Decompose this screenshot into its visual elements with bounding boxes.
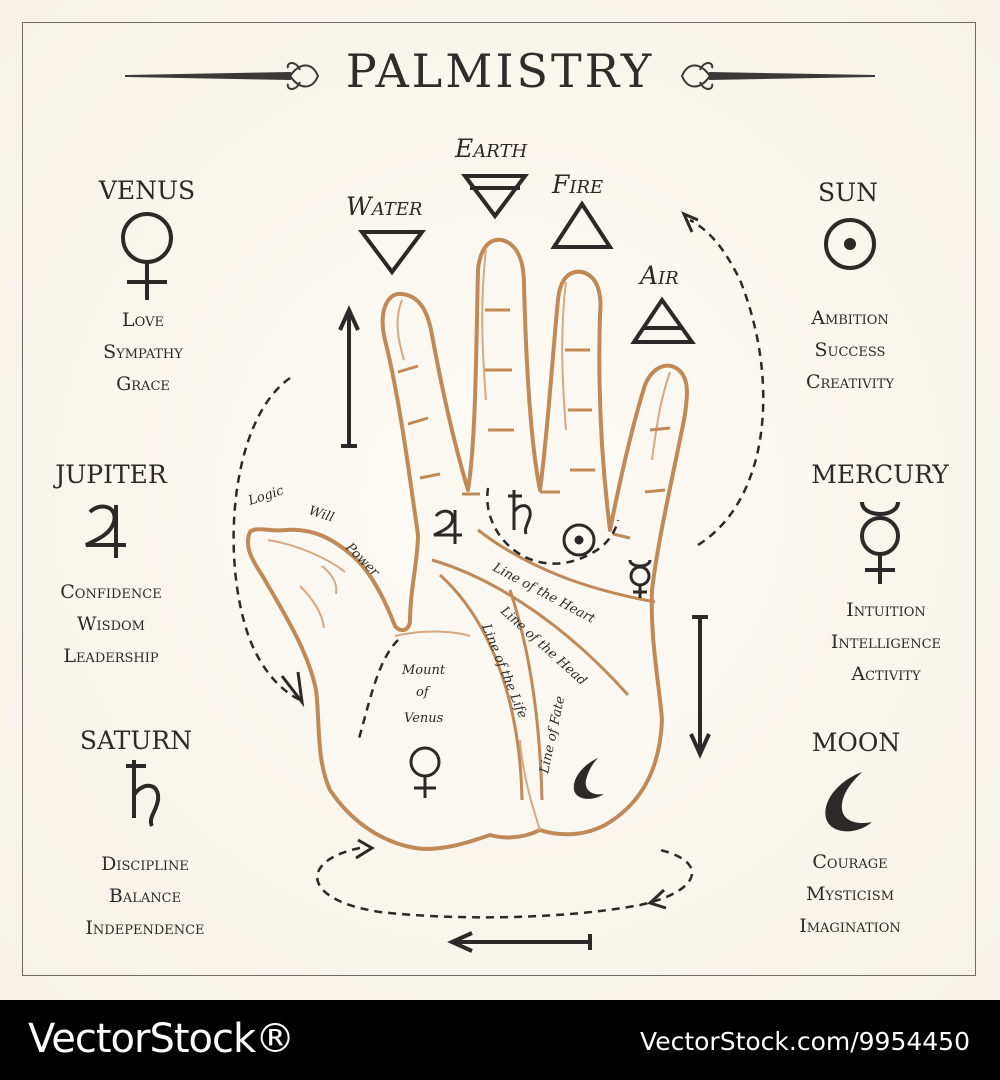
logic-label: Logic: [246, 483, 287, 509]
watermark-logo: VectorStock®: [28, 1016, 295, 1062]
saturn-symbol-icon: [126, 760, 161, 827]
finger-crease-lines: [397, 308, 671, 540]
mercury-symbol-icon: [860, 501, 900, 584]
water-element-icon: [358, 230, 426, 276]
palm-lines: [431, 528, 656, 801]
moon-title: MOON: [811, 728, 901, 757]
palmistry-illustration: Logic Will Power Mount of Venus Line of …: [85, 62, 900, 953]
palmistry-poster: Logic Will Power Mount of Venus Line of …: [0, 0, 1000, 1000]
will-label: Will: [307, 504, 336, 526]
moon-traits: Courage Mysticism Imagination: [740, 846, 960, 942]
fate-line: [508, 589, 544, 801]
left-arrow-icon: [447, 931, 592, 953]
trait-item: Imagination: [799, 915, 901, 937]
trait-item: Success: [814, 339, 886, 361]
trait-item: Leadership: [63, 645, 159, 667]
earth-element-icon: [461, 174, 529, 220]
trait-item: Mysticism: [805, 883, 895, 905]
mercury-title: MERCURY: [811, 460, 949, 489]
poster-frame: [22, 22, 976, 976]
sun-title: SUN: [817, 178, 879, 207]
jupiter-symbol-icon: [85, 504, 126, 558]
trait-item: Intelligence: [830, 631, 942, 653]
jupiter-title: JUPITER: [55, 460, 167, 489]
venus-symbol-icon: [121, 212, 173, 300]
title-ornament-left: [124, 62, 320, 90]
mount-of-label: of: [416, 685, 431, 700]
palm-venus-icon: [409, 746, 441, 798]
mercury-traits: Intuition Intelligence Activity: [776, 594, 996, 690]
title-ornament-right: [680, 62, 876, 90]
arc-arrowheads: [280, 211, 699, 910]
trait-item: Intuition: [846, 599, 926, 621]
air-label: Air: [640, 261, 679, 290]
trait-item: Discipline: [101, 853, 189, 875]
trait-item: Balance: [108, 885, 182, 907]
trait-item: Sympathy: [103, 341, 183, 363]
trait-item: Grace: [116, 373, 170, 395]
trait-item: Love: [122, 309, 164, 331]
venus-traits: Love Sympathy Grace: [33, 304, 253, 400]
up-arrow-icon: [338, 305, 360, 448]
sun-symbol-icon: [824, 218, 876, 270]
palm-moon-icon: [573, 758, 604, 799]
water-label: Water: [346, 192, 423, 221]
saturn-title: SATURN: [79, 726, 193, 755]
air-element-icon: [630, 296, 696, 344]
down-arrow-icon: [689, 615, 711, 759]
trait-item: Creativity: [805, 371, 895, 393]
watermark-bar: VectorStock® VectorStock.com/9954450: [0, 1000, 1000, 1080]
hand-inner-details: [267, 249, 671, 831]
sun-traits: Ambition Success Creativity: [740, 302, 960, 398]
venus-title: VENUS: [98, 176, 196, 205]
trait-item: Confidence: [60, 581, 162, 603]
life-line: [438, 573, 524, 801]
trait-item: Courage: [812, 851, 888, 873]
head-line: [431, 558, 630, 696]
watermark-id: VectorStock.com/9954450: [640, 1027, 970, 1056]
palm-mercury-icon: [628, 559, 652, 598]
mount-venus-label: Venus: [404, 711, 444, 726]
palm-jupiter-icon: [433, 509, 462, 544]
earth-label: Earth: [455, 134, 528, 163]
trait-item: Wisdom: [77, 613, 145, 635]
heart-line: [477, 528, 656, 604]
palm-sun-icon: [562, 523, 596, 557]
fire-label: Fire: [552, 170, 604, 199]
page-title: PALMISTRY: [345, 44, 655, 98]
fire-element-icon: [550, 200, 614, 249]
moon-symbol-icon: [825, 772, 872, 832]
saturn-traits: Discipline Balance Independence: [35, 848, 255, 944]
jupiter-traits: Confidence Wisdom Leadership: [1, 576, 221, 672]
hand-outline: [245, 237, 689, 851]
mount-label: Mount: [401, 663, 446, 678]
trait-item: Independence: [85, 917, 205, 939]
dashed-arc-arrows: [232, 218, 765, 919]
palm-saturn-icon: [508, 490, 532, 535]
trait-item: Activity: [851, 663, 921, 685]
trait-item: Ambition: [811, 307, 889, 329]
